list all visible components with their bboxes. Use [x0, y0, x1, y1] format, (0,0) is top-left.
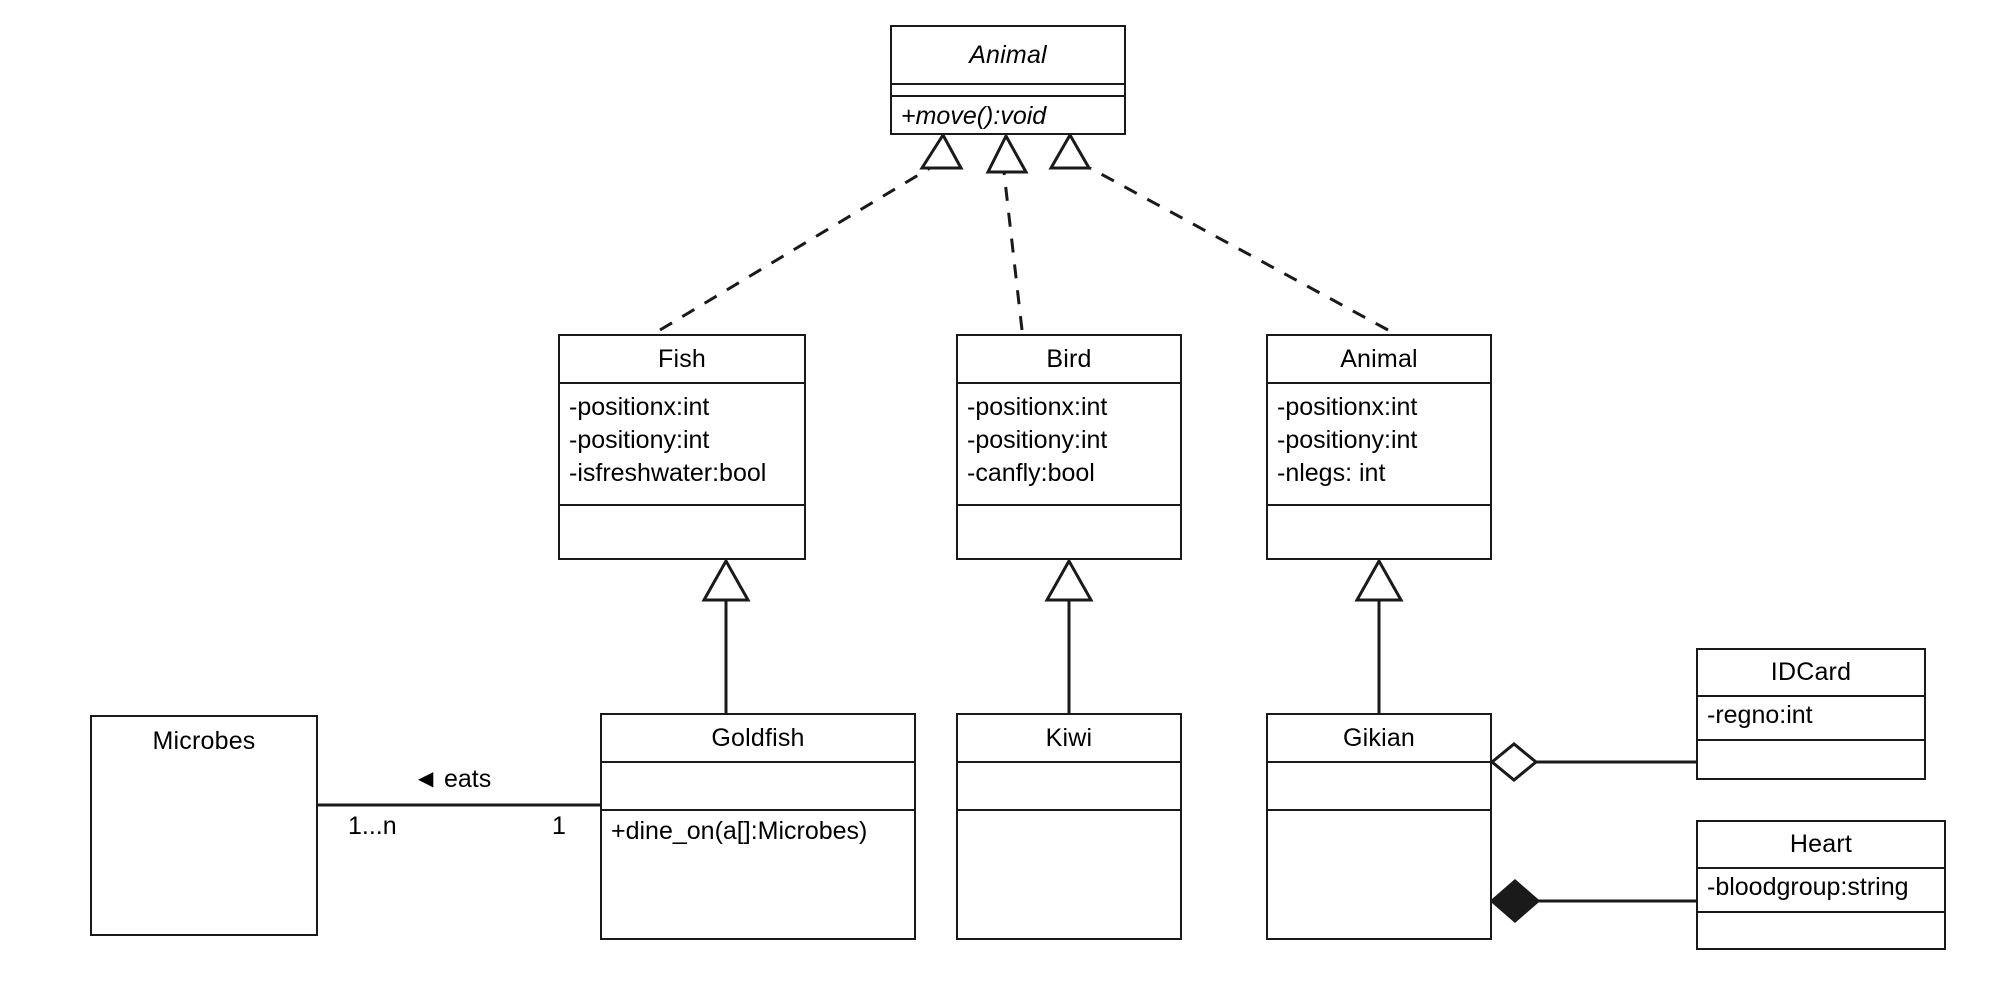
class-box-goldfish[interactable]: Goldfish +dine_on(a[]:Microbes) [600, 713, 916, 940]
multiplicity-goldfish-side: 1 [552, 812, 566, 840]
class-name-compartment: Goldfish [602, 715, 914, 763]
class-operations-compartment: +move():void [892, 97, 1124, 137]
class-name-label: Animal [1340, 344, 1418, 373]
class-attributes-compartment: -positionx:int -positiony:int -canfly:bo… [958, 384, 1180, 506]
class-name-compartment: Kiwi [958, 715, 1180, 763]
attribute-item: -positiony:int [1277, 426, 1418, 454]
class-box-animal-interface[interactable]: Animal +move():void [890, 25, 1126, 135]
class-attributes-compartment [602, 763, 914, 811]
class-box-animal-class[interactable]: Animal -positionx:int -positiony:int -nl… [1266, 334, 1492, 560]
edge-gikian-composes-heart [1489, 879, 1696, 923]
class-name-label: Goldfish [711, 723, 805, 752]
operation-item: +move():void [901, 102, 1047, 130]
edge-fish-realizes-animal [659, 132, 964, 332]
class-name-compartment: Fish [560, 336, 804, 384]
class-attributes-compartment [958, 763, 1180, 811]
class-attributes-compartment: -positionx:int -positiony:int -isfreshwa… [560, 384, 804, 506]
attribute-item: -positionx:int [569, 393, 710, 421]
edge-gikian-aggregates-idcard [1489, 742, 1696, 782]
attribute-item: -positionx:int [967, 393, 1108, 421]
class-box-bird[interactable]: Bird -positionx:int -positiony:int -canf… [956, 334, 1182, 560]
class-name-compartment: Bird [958, 336, 1180, 384]
class-name-label: Bird [1046, 344, 1092, 373]
class-name-label: IDCard [1770, 658, 1852, 686]
class-operations-compartment [1268, 811, 1490, 818]
class-name-label: Fish [657, 344, 707, 373]
class-box-gikian[interactable]: Gikian [1266, 713, 1492, 940]
class-box-idcard[interactable]: IDCard -regno:int [1696, 648, 1926, 780]
multiplicity-microbes-side: 1...n [348, 812, 397, 840]
class-name-compartment: Animal [892, 27, 1124, 85]
class-name-compartment: Microbes [92, 717, 316, 765]
attribute-item: -positiony:int [569, 426, 710, 454]
attribute-item: -positiony:int [967, 426, 1108, 454]
class-operations-compartment [560, 506, 804, 513]
class-box-heart[interactable]: Heart -bloodgroup:string [1696, 820, 1946, 950]
edge-animalclass-realizes-animal [1048, 131, 1389, 332]
class-box-fish[interactable]: Fish -positionx:int -positiony:int -isfr… [558, 334, 806, 560]
class-attributes-compartment [1268, 763, 1490, 811]
edge-kiwi-extends-bird [1044, 557, 1094, 713]
class-operations-compartment [1698, 913, 1944, 920]
edge-goldfish-extends-fish [701, 557, 751, 713]
class-name-label: Heart [1789, 830, 1853, 858]
class-name-label: Gikian [1342, 723, 1416, 752]
class-name-label: Microbes [152, 726, 256, 755]
attribute-item: -canfly:bool [967, 459, 1095, 487]
attribute-item: -bloodgroup:string [1707, 873, 1909, 901]
association-name-label: eats [444, 765, 492, 793]
class-operations-compartment: +dine_on(a[]:Microbes) [602, 811, 914, 848]
class-attributes-compartment [892, 85, 1124, 97]
attribute-item: -positionx:int [1277, 393, 1418, 421]
class-operations-compartment [1698, 741, 1924, 748]
class-name-compartment: IDCard [1698, 650, 1924, 697]
class-box-kiwi[interactable]: Kiwi [956, 713, 1182, 940]
attribute-item: -nlegs: int [1277, 459, 1386, 487]
class-name-label: Kiwi [1045, 723, 1093, 752]
class-attributes-compartment: -positionx:int -positiony:int -nlegs: in… [1268, 384, 1490, 506]
class-operations-compartment [958, 506, 1180, 513]
edge-bird-realizes-animal [985, 132, 1029, 331]
attribute-item: -isfreshwater:bool [569, 459, 767, 487]
association-direction-marker: ◀ [418, 768, 434, 790]
class-attributes-compartment: -bloodgroup:string [1698, 869, 1944, 913]
class-name-compartment: Animal [1268, 336, 1490, 384]
class-operations-compartment [1268, 506, 1490, 513]
class-name-label: Animal [969, 40, 1047, 69]
attribute-item: -regno:int [1707, 701, 1813, 729]
class-operations-compartment [958, 811, 1180, 818]
class-attributes-compartment: -regno:int [1698, 697, 1924, 741]
class-name-compartment: Heart [1698, 822, 1944, 869]
class-box-microbes[interactable]: Microbes [90, 715, 318, 936]
edge-gikian-extends-animalclass [1354, 557, 1404, 713]
operation-item: +dine_on(a[]:Microbes) [611, 817, 868, 845]
class-name-compartment: Gikian [1268, 715, 1490, 763]
